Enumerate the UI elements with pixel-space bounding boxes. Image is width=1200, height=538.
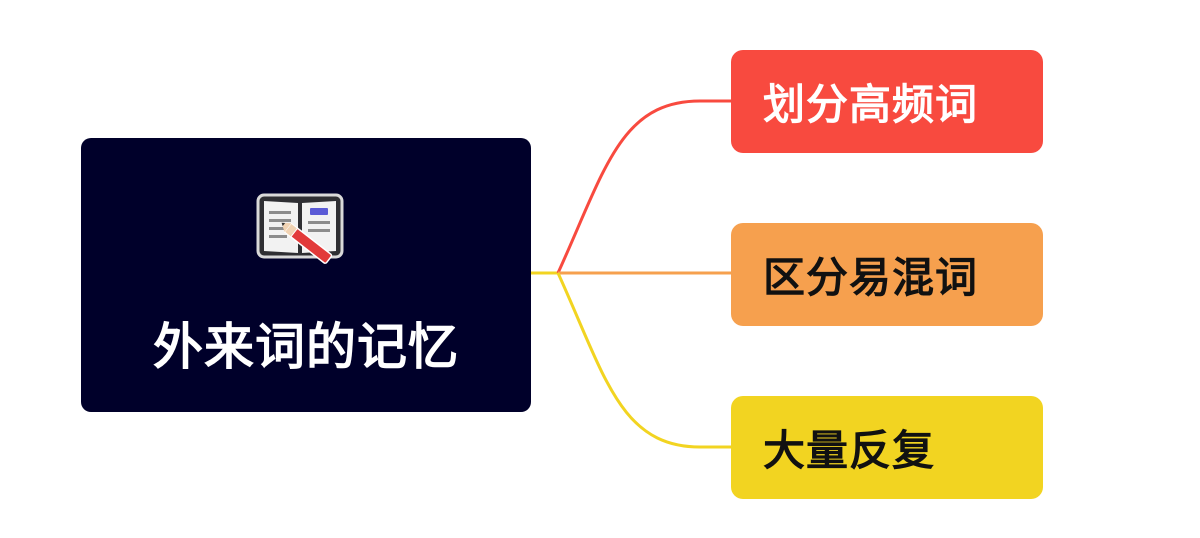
open-book-with-pencil-icon — [256, 193, 344, 264]
branch-label: 划分高频词 — [763, 80, 979, 129]
root-topic-title: 外来词的记忆 — [153, 318, 459, 376]
connector-line-1 — [556, 99, 731, 274]
branch-node-1[interactable]: 划分高频词 — [731, 50, 1043, 153]
root-topic-node[interactable] — [81, 138, 531, 412]
branch-node-3[interactable]: 大量反复 — [731, 396, 1043, 499]
branch-node-2[interactable]: 区分易混词 — [731, 223, 1043, 326]
branch-label: 区分易混词 — [763, 253, 979, 302]
branch-label: 大量反复 — [763, 426, 936, 475]
connector-line-3 — [556, 272, 731, 449]
